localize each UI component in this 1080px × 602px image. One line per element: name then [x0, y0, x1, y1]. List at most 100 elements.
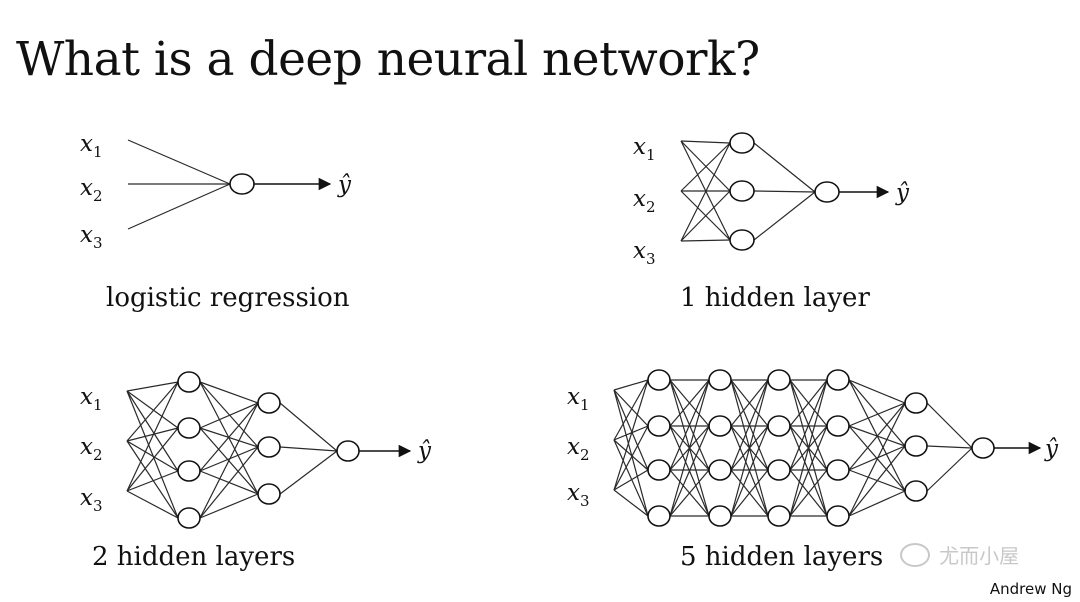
- edge: [199, 493, 259, 519]
- input-label: x3: [633, 238, 656, 268]
- edge: [613, 389, 649, 517]
- neuron: [647, 505, 671, 527]
- edge: [753, 191, 816, 241]
- edge: [613, 425, 649, 491]
- neuron: [729, 180, 755, 202]
- edge: [926, 447, 973, 492]
- edge: [279, 446, 338, 452]
- neuron: [767, 415, 791, 437]
- edge: [279, 450, 338, 495]
- input-label: x1: [80, 131, 103, 161]
- neuron: [767, 459, 791, 481]
- edge: [680, 142, 731, 192]
- edge: [613, 379, 649, 491]
- edge: [680, 190, 731, 242]
- neuron: [767, 369, 791, 391]
- edge: [669, 379, 710, 517]
- edge: [126, 381, 179, 392]
- neuron: [257, 392, 281, 414]
- neuron: [177, 460, 201, 482]
- input-label: x1: [633, 134, 656, 164]
- one-hidden-layer-network: x1 x2 x3 ŷ 1 hidden layer: [633, 132, 910, 313]
- edge: [613, 469, 649, 491]
- input-label: x3: [80, 485, 103, 515]
- neuron: [826, 505, 850, 527]
- edge: [613, 389, 649, 471]
- edge: [613, 489, 649, 517]
- edge: [199, 402, 259, 472]
- edge: [730, 379, 769, 471]
- edge: [848, 402, 906, 427]
- diagram-caption: logistic regression: [106, 283, 350, 313]
- edge: [613, 379, 649, 441]
- edge: [613, 439, 649, 471]
- edge: [848, 490, 906, 517]
- input-label: x2: [80, 434, 103, 464]
- neuron: [708, 369, 732, 391]
- edge: [669, 425, 710, 517]
- edge: [753, 142, 816, 193]
- edge: [789, 379, 828, 517]
- edge: [926, 402, 973, 449]
- edge: [680, 140, 731, 144]
- input-label: x1: [80, 384, 103, 414]
- neuron: [767, 505, 791, 527]
- edge: [126, 427, 179, 492]
- edge: [613, 389, 649, 427]
- edge: [848, 379, 906, 404]
- edge: [199, 446, 259, 519]
- neuron: [904, 392, 928, 414]
- edge: [126, 390, 179, 429]
- neuron: [257, 483, 281, 505]
- neuron: [336, 440, 360, 462]
- edge: [126, 390, 179, 519]
- edge: [669, 469, 710, 517]
- neuron: [729, 132, 755, 154]
- edge: [613, 439, 649, 517]
- input-label: x2: [633, 186, 656, 216]
- edge: [126, 390, 179, 472]
- slide-title: What is a deep neural network?: [16, 32, 760, 87]
- edge: [789, 425, 828, 517]
- edge: [669, 379, 710, 427]
- edge: [199, 446, 259, 472]
- output-label: ŷ: [417, 438, 432, 464]
- edge: [613, 379, 649, 391]
- diagram-caption: 1 hidden layer: [680, 283, 870, 313]
- output-label: ŷ: [895, 180, 910, 206]
- edge: [730, 379, 769, 427]
- neuron: [177, 371, 201, 393]
- input-label: x3: [80, 222, 103, 252]
- edge: [848, 402, 906, 471]
- neuron: [647, 369, 671, 391]
- edge: [199, 402, 259, 519]
- edge: [789, 379, 828, 471]
- watermark-text: 尤而小屋: [939, 544, 1020, 568]
- edge: [126, 490, 179, 519]
- neuron: [257, 436, 281, 458]
- edge: [126, 381, 179, 492]
- edge: [669, 379, 710, 471]
- neuron: [177, 417, 201, 439]
- edge: [279, 402, 338, 452]
- edge: [126, 427, 179, 442]
- neuron: [826, 415, 850, 437]
- neuron: [904, 435, 928, 457]
- neuron: [814, 181, 840, 203]
- input-label: x2: [567, 434, 590, 464]
- edge: [126, 440, 179, 519]
- neuron: [229, 173, 255, 195]
- edge: [126, 381, 179, 442]
- author-credit: Andrew Ng: [989, 580, 1072, 598]
- edge: [848, 445, 906, 517]
- neuron: [904, 480, 928, 502]
- neuron: [647, 459, 671, 481]
- watermark: 尤而小屋: [900, 540, 1019, 569]
- edge: [730, 469, 769, 517]
- edge: [848, 445, 906, 471]
- edge: [680, 140, 731, 192]
